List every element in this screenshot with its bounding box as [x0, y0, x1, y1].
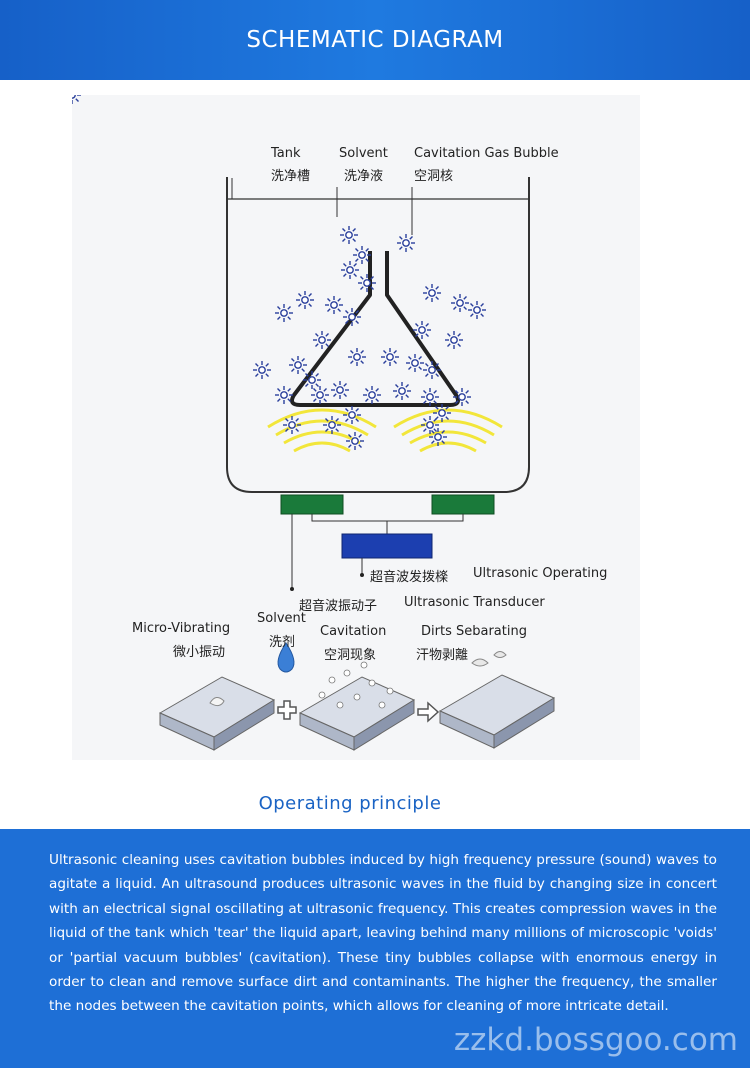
page-title: SCHEMATIC DIAGRAM — [246, 27, 504, 53]
label-dirts-cn: 汗物剥離 — [416, 648, 469, 663]
plus-icon — [277, 700, 297, 720]
schematic-diagram: Tank 洗净槽 Solvent 洗净液 Cavitation Gas Bubb… — [72, 95, 640, 760]
transducer-right — [431, 494, 495, 515]
principle-text-box: Ultrasonic cleaning uses cavitation bubb… — [0, 829, 750, 1068]
diagram-drawing — [72, 95, 556, 751]
step-cavitation — [298, 661, 416, 751]
label-solvent-cn: 洗净液 — [344, 169, 384, 184]
label-solvent-step: Solvent — [257, 611, 306, 626]
watermark: zzkd.bossgoo.com — [453, 1022, 738, 1058]
arrow-right-icon — [417, 701, 440, 723]
transducer-left — [280, 494, 344, 515]
step-dirts-separating — [438, 651, 556, 749]
cavitation-bubbles — [72, 95, 487, 451]
ultrasonic-generator — [341, 533, 433, 559]
label-bubble: Cavitation Gas Bubble — [414, 146, 559, 161]
solvent-drop-icon — [277, 642, 295, 673]
label-transducer-cn: 超音波振动子 — [299, 599, 378, 614]
label-micro-vibrating: Micro-Vibrating — [132, 621, 231, 636]
label-generator: Ultrasonic Operating — [473, 566, 608, 581]
label-micro-vibrating-cn: 微小振动 — [173, 645, 226, 660]
label-dirts: Dirts Sebarating — [421, 624, 527, 639]
label-bubble-cn: 空洞核 — [414, 169, 454, 184]
label-tank: Tank — [271, 146, 301, 161]
label-generator-cn: 超音波发拨檪 — [370, 570, 449, 585]
tank-outline — [226, 177, 530, 493]
label-cavitation-cn: 空洞现象 — [324, 648, 377, 663]
flask — [290, 251, 460, 407]
label-transducer: Ultrasonic Transducer — [404, 595, 545, 610]
label-solvent-step-cn: 洗剂 — [269, 635, 296, 650]
label-tank-cn: 洗净槽 — [271, 169, 311, 184]
principle-heading: Operating principle — [258, 793, 442, 814]
label-solvent: Solvent — [339, 146, 388, 161]
wave-right — [393, 408, 503, 453]
header-banner: SCHEMATIC DIAGRAM — [0, 0, 750, 80]
label-cavitation: Cavitation — [320, 624, 387, 639]
step-micro-vibrating — [158, 676, 276, 751]
principle-text: Ultrasonic cleaning uses cavitation bubb… — [49, 852, 717, 1015]
